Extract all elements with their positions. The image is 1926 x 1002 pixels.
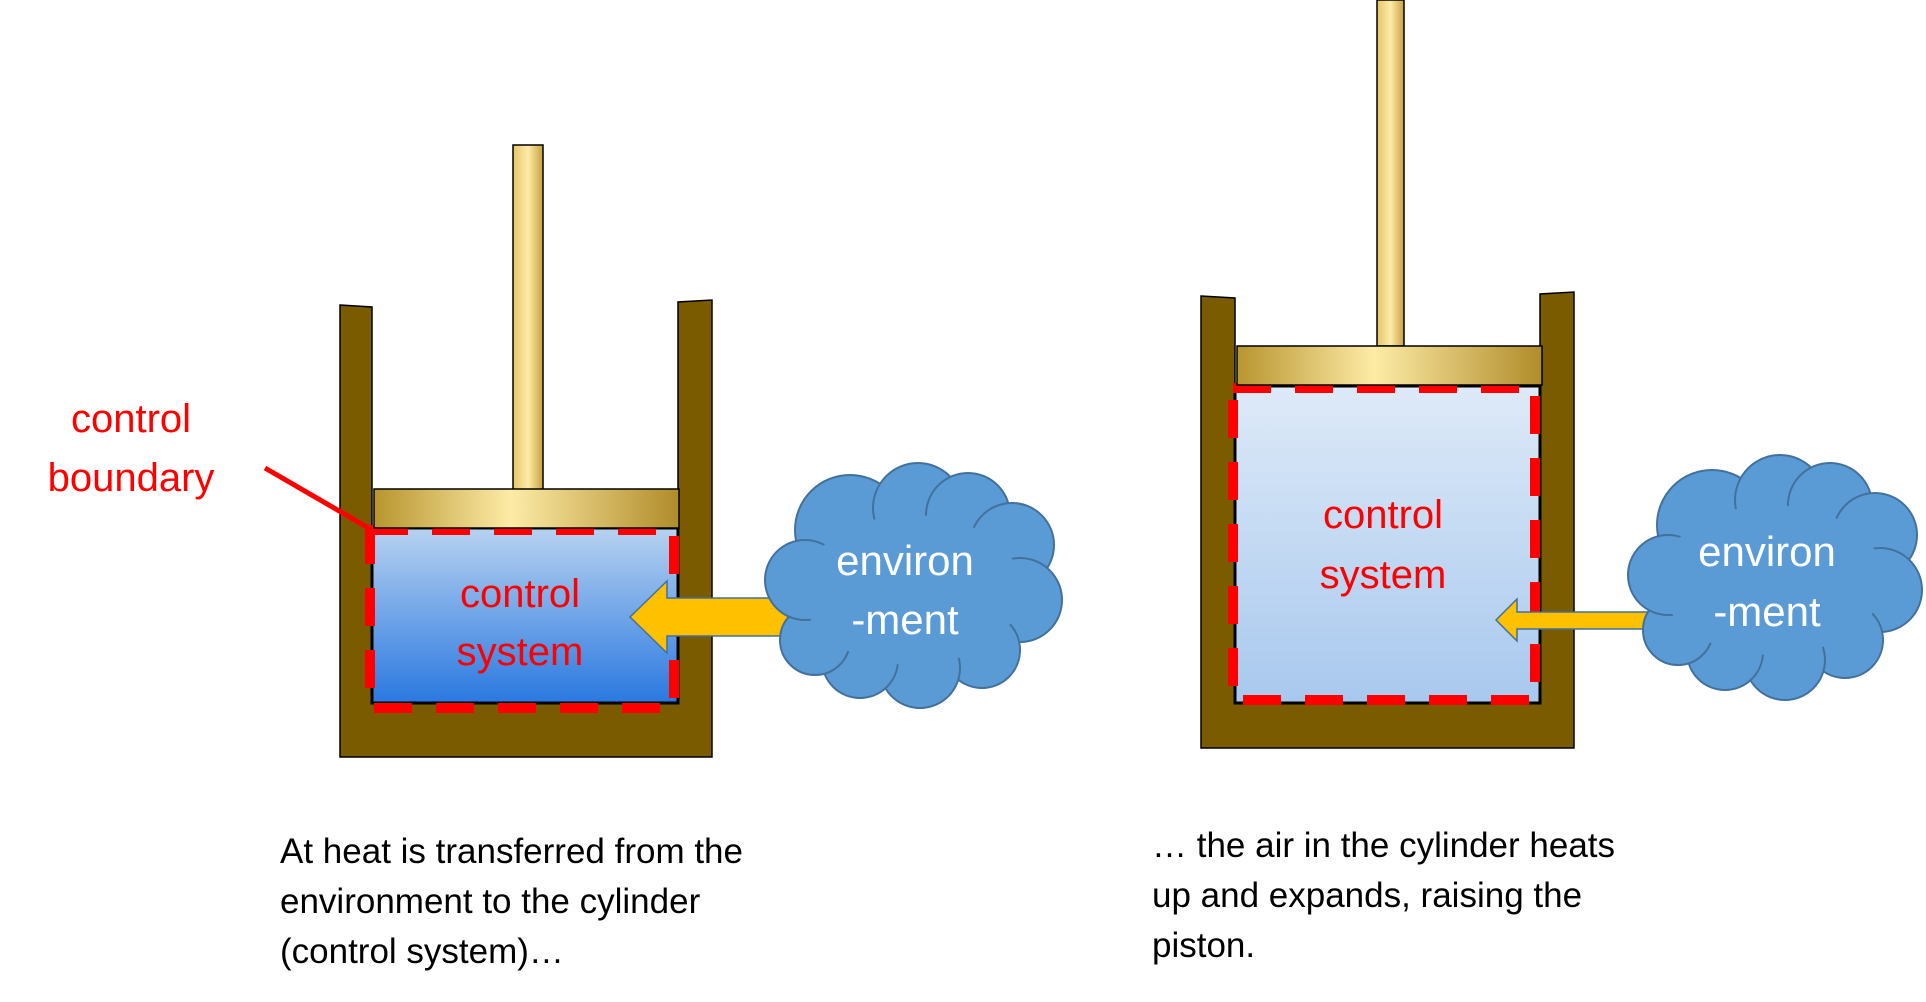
right-piston-plate — [1236, 345, 1543, 386]
left-environment-cloud — [764, 462, 1063, 709]
left-env-label-line1: environ — [836, 537, 974, 584]
left-caption-line2: environment to the cylinder — [280, 882, 701, 921]
right-control-boundary — [1228, 383, 1540, 705]
right-caption: … the air in the cylinder heats up and e… — [1152, 821, 1615, 971]
boundary-label-line2: boundary — [48, 456, 215, 500]
right-env-label-line1: environ — [1698, 528, 1836, 575]
right-caption-line1: … the air in the cylinder heats — [1152, 826, 1616, 865]
left-env-label-line2: -ment — [851, 596, 959, 643]
right-system-label-line2: system — [1320, 553, 1447, 597]
boundary-label-line1: control — [71, 397, 191, 441]
right-cylinder — [1200, 0, 1575, 749]
right-piston-rod — [1376, 0, 1405, 347]
boundary-pointer-line — [263, 465, 374, 533]
left-caption-line1: At heat is transferred from the — [280, 832, 743, 871]
left-piston-plate — [373, 488, 680, 529]
right-environment-cloud — [1627, 454, 1923, 701]
left-caption: At heat is transferred from the environm… — [280, 827, 743, 977]
left-caption-line3: (control system)… — [280, 932, 564, 971]
right-caption-line2: up and expands, raising the — [1152, 876, 1583, 915]
right-system-label-line1: control — [1323, 493, 1443, 537]
right-gas — [1233, 384, 1542, 705]
right-env-label-line2: -ment — [1713, 588, 1821, 635]
left-system-label-line2: system — [457, 630, 584, 674]
left-system-label-line1: control — [460, 572, 580, 616]
left-piston-rod — [512, 144, 544, 491]
right-caption-line3: piston. — [1152, 926, 1256, 965]
